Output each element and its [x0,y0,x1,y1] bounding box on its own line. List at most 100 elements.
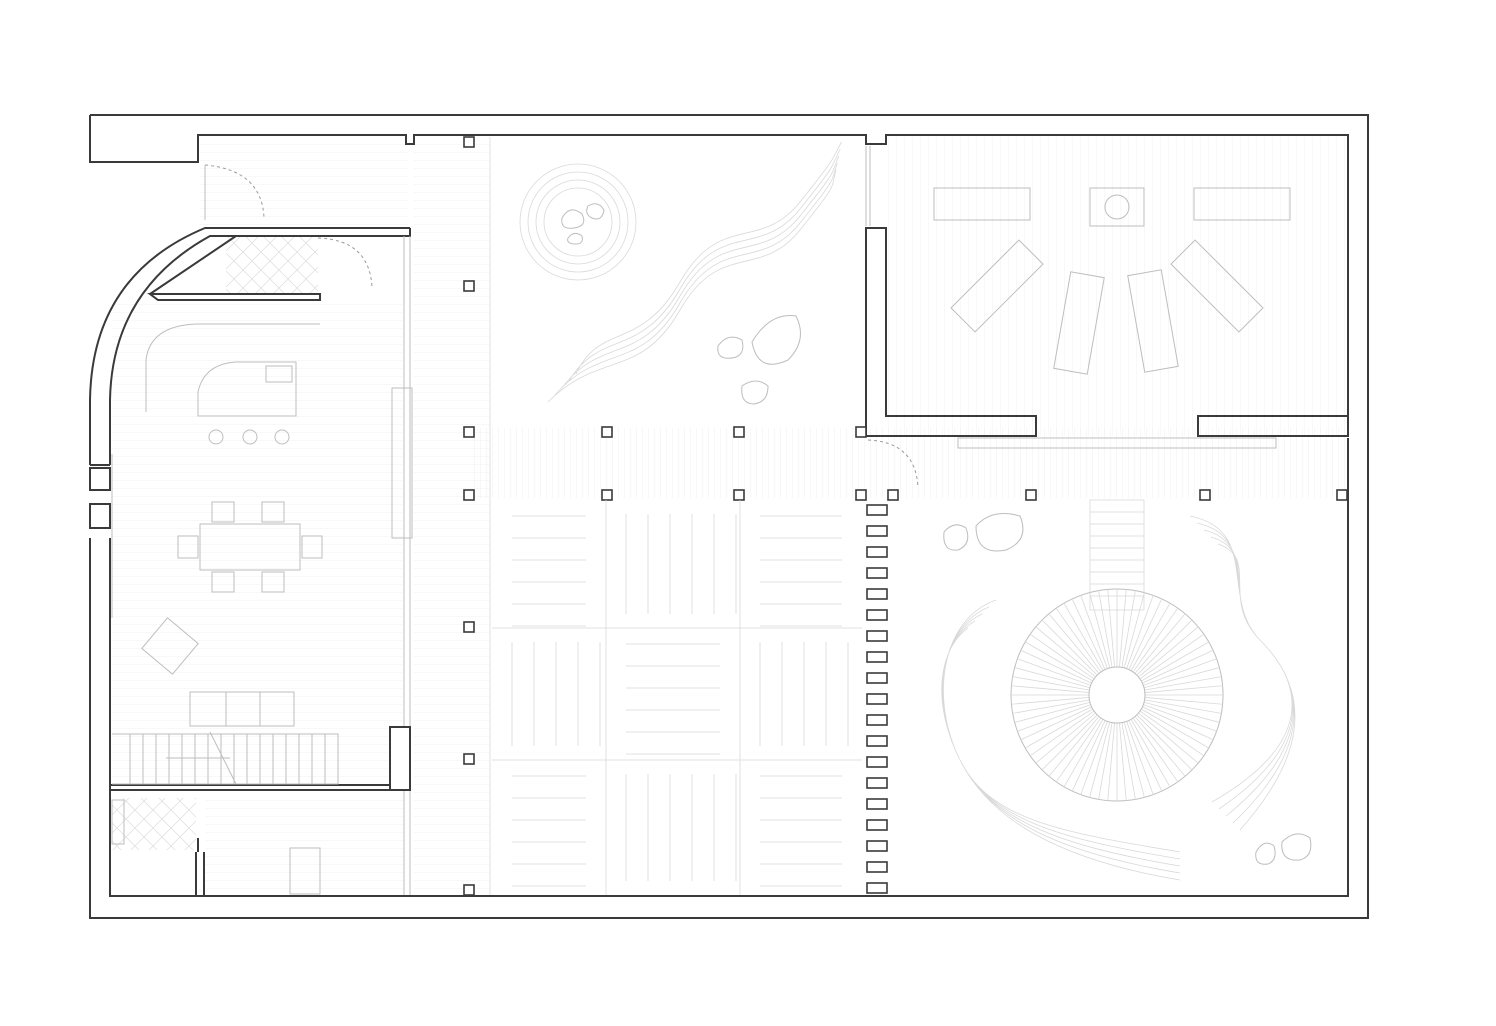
bath-boards [206,800,404,894]
dining-chair [177,535,199,559]
stepping-stone [866,714,888,726]
deck-board [1098,722,1113,800]
garden-rock [1281,833,1312,861]
outer-walls [89,114,1369,919]
dining-chair [211,501,235,523]
raked-waves [547,141,842,403]
garden-rock [567,232,583,245]
column [463,489,475,501]
walkway-slats [470,428,1345,498]
inner-wall-diagonal [147,235,321,301]
deck-board [1121,722,1136,800]
sofa [189,691,295,727]
dining-chair [301,535,323,559]
deck-board [1012,699,1090,714]
deck-board [1012,676,1090,691]
deck-board [1055,607,1102,673]
garden-rock [943,524,969,551]
stair-arrow [166,731,237,785]
deck-board [1126,595,1154,669]
deck-board [1014,701,1091,723]
stepping-stone [866,777,888,789]
column [601,426,613,438]
staircase [112,733,339,785]
stepping-stone [866,504,888,516]
partition-panel [391,387,413,539]
deck-board [1025,641,1093,682]
stepping-stone [866,588,888,600]
column [601,489,613,501]
deck-board [1144,697,1223,705]
column [463,884,475,896]
column [463,280,475,292]
sun-lounger [1170,239,1264,333]
column [855,489,867,501]
living-partition [110,236,413,897]
deck-bridge-boards [1090,511,1144,597]
deck-board [1144,685,1223,693]
deck-board [1017,658,1091,686]
round-deck-boards [1011,589,1223,801]
deck-board [1011,697,1090,705]
column [463,753,475,765]
deck-board [1141,708,1209,749]
column [733,426,745,438]
stepping-stone [866,651,888,663]
deck-board [1063,719,1104,787]
deck-board [1025,708,1093,749]
window-block-2 [89,503,111,529]
living-boards [112,300,402,782]
deck-board [1142,706,1214,741]
lounge-step [957,437,1277,449]
entry-door [204,164,373,289]
deck-board [1128,598,1163,670]
garden-rock [561,209,585,229]
deck-board [1017,704,1091,732]
column [463,426,475,438]
deck-board [1130,603,1171,671]
sofa-seams [225,692,261,726]
lounge-furniture [933,187,1291,375]
stepping-stone [866,840,888,852]
partition-block [389,726,411,791]
deck-board [1107,722,1115,801]
deck-board [1132,607,1179,673]
raked-circle [527,171,629,273]
lounge-door-glass [865,146,871,226]
stepping-stone [866,735,888,747]
deck-board [1143,701,1220,723]
deck-board [1144,699,1222,714]
raked-circle [519,163,637,281]
fire-table [1089,187,1145,227]
deck-board [1121,590,1136,668]
deck-board [1123,592,1145,669]
stool [274,429,290,445]
deck-board [1139,633,1205,680]
deck-board [1139,710,1205,757]
deck-board [1011,685,1090,693]
stepping-stone [866,567,888,579]
sun-lounger [950,239,1044,333]
dining-chair [211,571,235,593]
grid-line [492,500,862,895]
bench [933,187,1031,221]
deck-board [1143,704,1217,732]
curved-wall [89,227,411,618]
deck-board [1089,721,1111,798]
stepping-stone [866,546,888,558]
deck-board [1119,722,1127,801]
lounge-wall-right [1197,415,1349,437]
column [887,489,899,501]
deck-board [1035,626,1096,678]
lounge-deck-boards [888,137,1346,435]
garden-rock [751,315,801,365]
corridor-boards [414,137,490,895]
inner-boundary-bottom [109,438,1349,897]
courtyard-grid [492,500,862,895]
column [1199,489,1211,501]
deck-board [1144,676,1222,691]
deck-board [1063,603,1104,671]
garden-rock [1255,842,1276,865]
deck-board [1123,721,1145,798]
